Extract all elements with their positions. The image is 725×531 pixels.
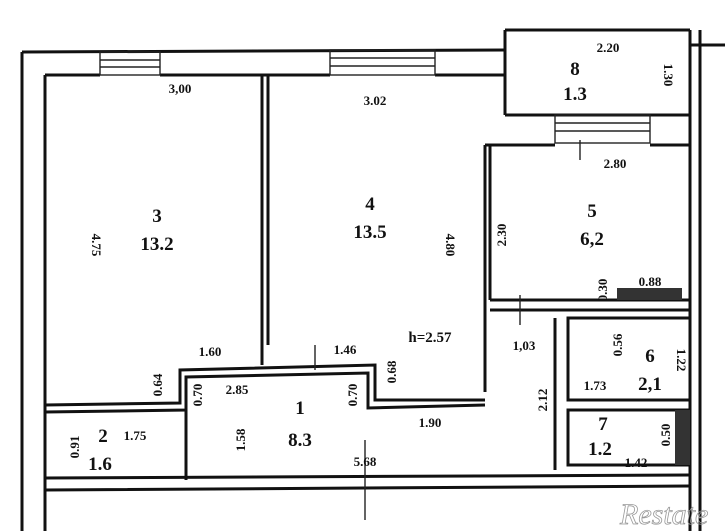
dimension-label: 1.30 — [661, 64, 676, 87]
room-number: 2 — [98, 426, 108, 447]
dimension-label: 5.68 — [354, 454, 377, 469]
room-number: 4 — [365, 194, 375, 215]
dimension-label: 0.64 — [150, 373, 165, 396]
dimension-label: 1.46 — [334, 342, 357, 357]
dimension-label: 3.02 — [364, 93, 387, 108]
dimension-label: 0.50 — [658, 424, 673, 447]
dimension-label: 4.80 — [443, 234, 458, 257]
room-area: 1.3 — [563, 84, 587, 105]
room-area: 6,2 — [580, 229, 604, 250]
room-5: 5 6,2 — [580, 201, 604, 250]
dimension-label: 1.60 — [199, 344, 222, 359]
dimension-label: 0.70 — [190, 384, 205, 407]
dimension-label: 2.12 — [535, 389, 550, 412]
dimension-label: 2.30 — [494, 224, 509, 247]
balcony-door — [554, 114, 651, 144]
dimension-label: 1.73 — [584, 378, 607, 393]
dimension-label: 1.58 — [233, 428, 248, 451]
room-area: 13.5 — [353, 222, 386, 243]
radiator — [617, 288, 682, 300]
dimension-label: 2.85 — [226, 382, 249, 397]
walls — [20, 28, 725, 531]
window — [99, 51, 161, 76]
window — [329, 49, 436, 76]
room-number: 1 — [295, 398, 305, 419]
ceiling-height-label: h=2.57 — [408, 330, 452, 346]
room-number: 8 — [570, 59, 580, 80]
dimension-label: 0.91 — [67, 436, 82, 459]
room-3: 3 13.2 — [140, 206, 173, 255]
dimension-label: 0.70 — [345, 384, 360, 407]
room-number: 5 — [587, 201, 597, 222]
dimension-label: 2.80 — [604, 156, 627, 171]
room-number: 3 — [152, 206, 162, 227]
room-1: 1 8.3 — [288, 398, 312, 451]
room-4: 4 13.5 — [353, 194, 386, 243]
room-number: 6 — [645, 346, 655, 367]
room-2: 2 1.6 — [88, 426, 112, 475]
dimension-label: 1.90 — [419, 415, 442, 430]
room-area: 13.2 — [140, 234, 173, 255]
dimension-label: 1,03 — [513, 338, 536, 353]
room-8: 8 1.3 — [563, 59, 587, 105]
room-7: 7 1.2 — [588, 414, 612, 460]
dimensions: 3,00 4.75 3.02 4.80 2.30 2.80 0.30 0.88 … — [67, 40, 689, 470]
dimension-label: 3,00 — [169, 81, 192, 96]
room-area: 8.3 — [288, 430, 312, 451]
watermark-logo: Restate — [619, 498, 708, 531]
room-number: 7 — [598, 414, 608, 435]
dimension-label: 1.22 — [674, 349, 689, 372]
room-area: 1.2 — [588, 439, 612, 460]
dimension-label: 0.68 — [384, 360, 399, 383]
dimension-label: 0.56 — [610, 333, 625, 356]
dimension-label: 1.75 — [124, 428, 147, 443]
dimension-label: 0.30 — [595, 279, 610, 302]
room-area: 1.6 — [88, 454, 112, 475]
dimension-label: 1.42 — [625, 455, 648, 470]
dimension-label: 4.75 — [89, 234, 104, 257]
dimension-label: 0.88 — [639, 274, 662, 289]
radiator — [675, 410, 690, 465]
room-area: 2,1 — [638, 374, 662, 395]
dimension-label: 2.20 — [597, 40, 620, 55]
room-6: 6 2,1 — [638, 346, 662, 395]
